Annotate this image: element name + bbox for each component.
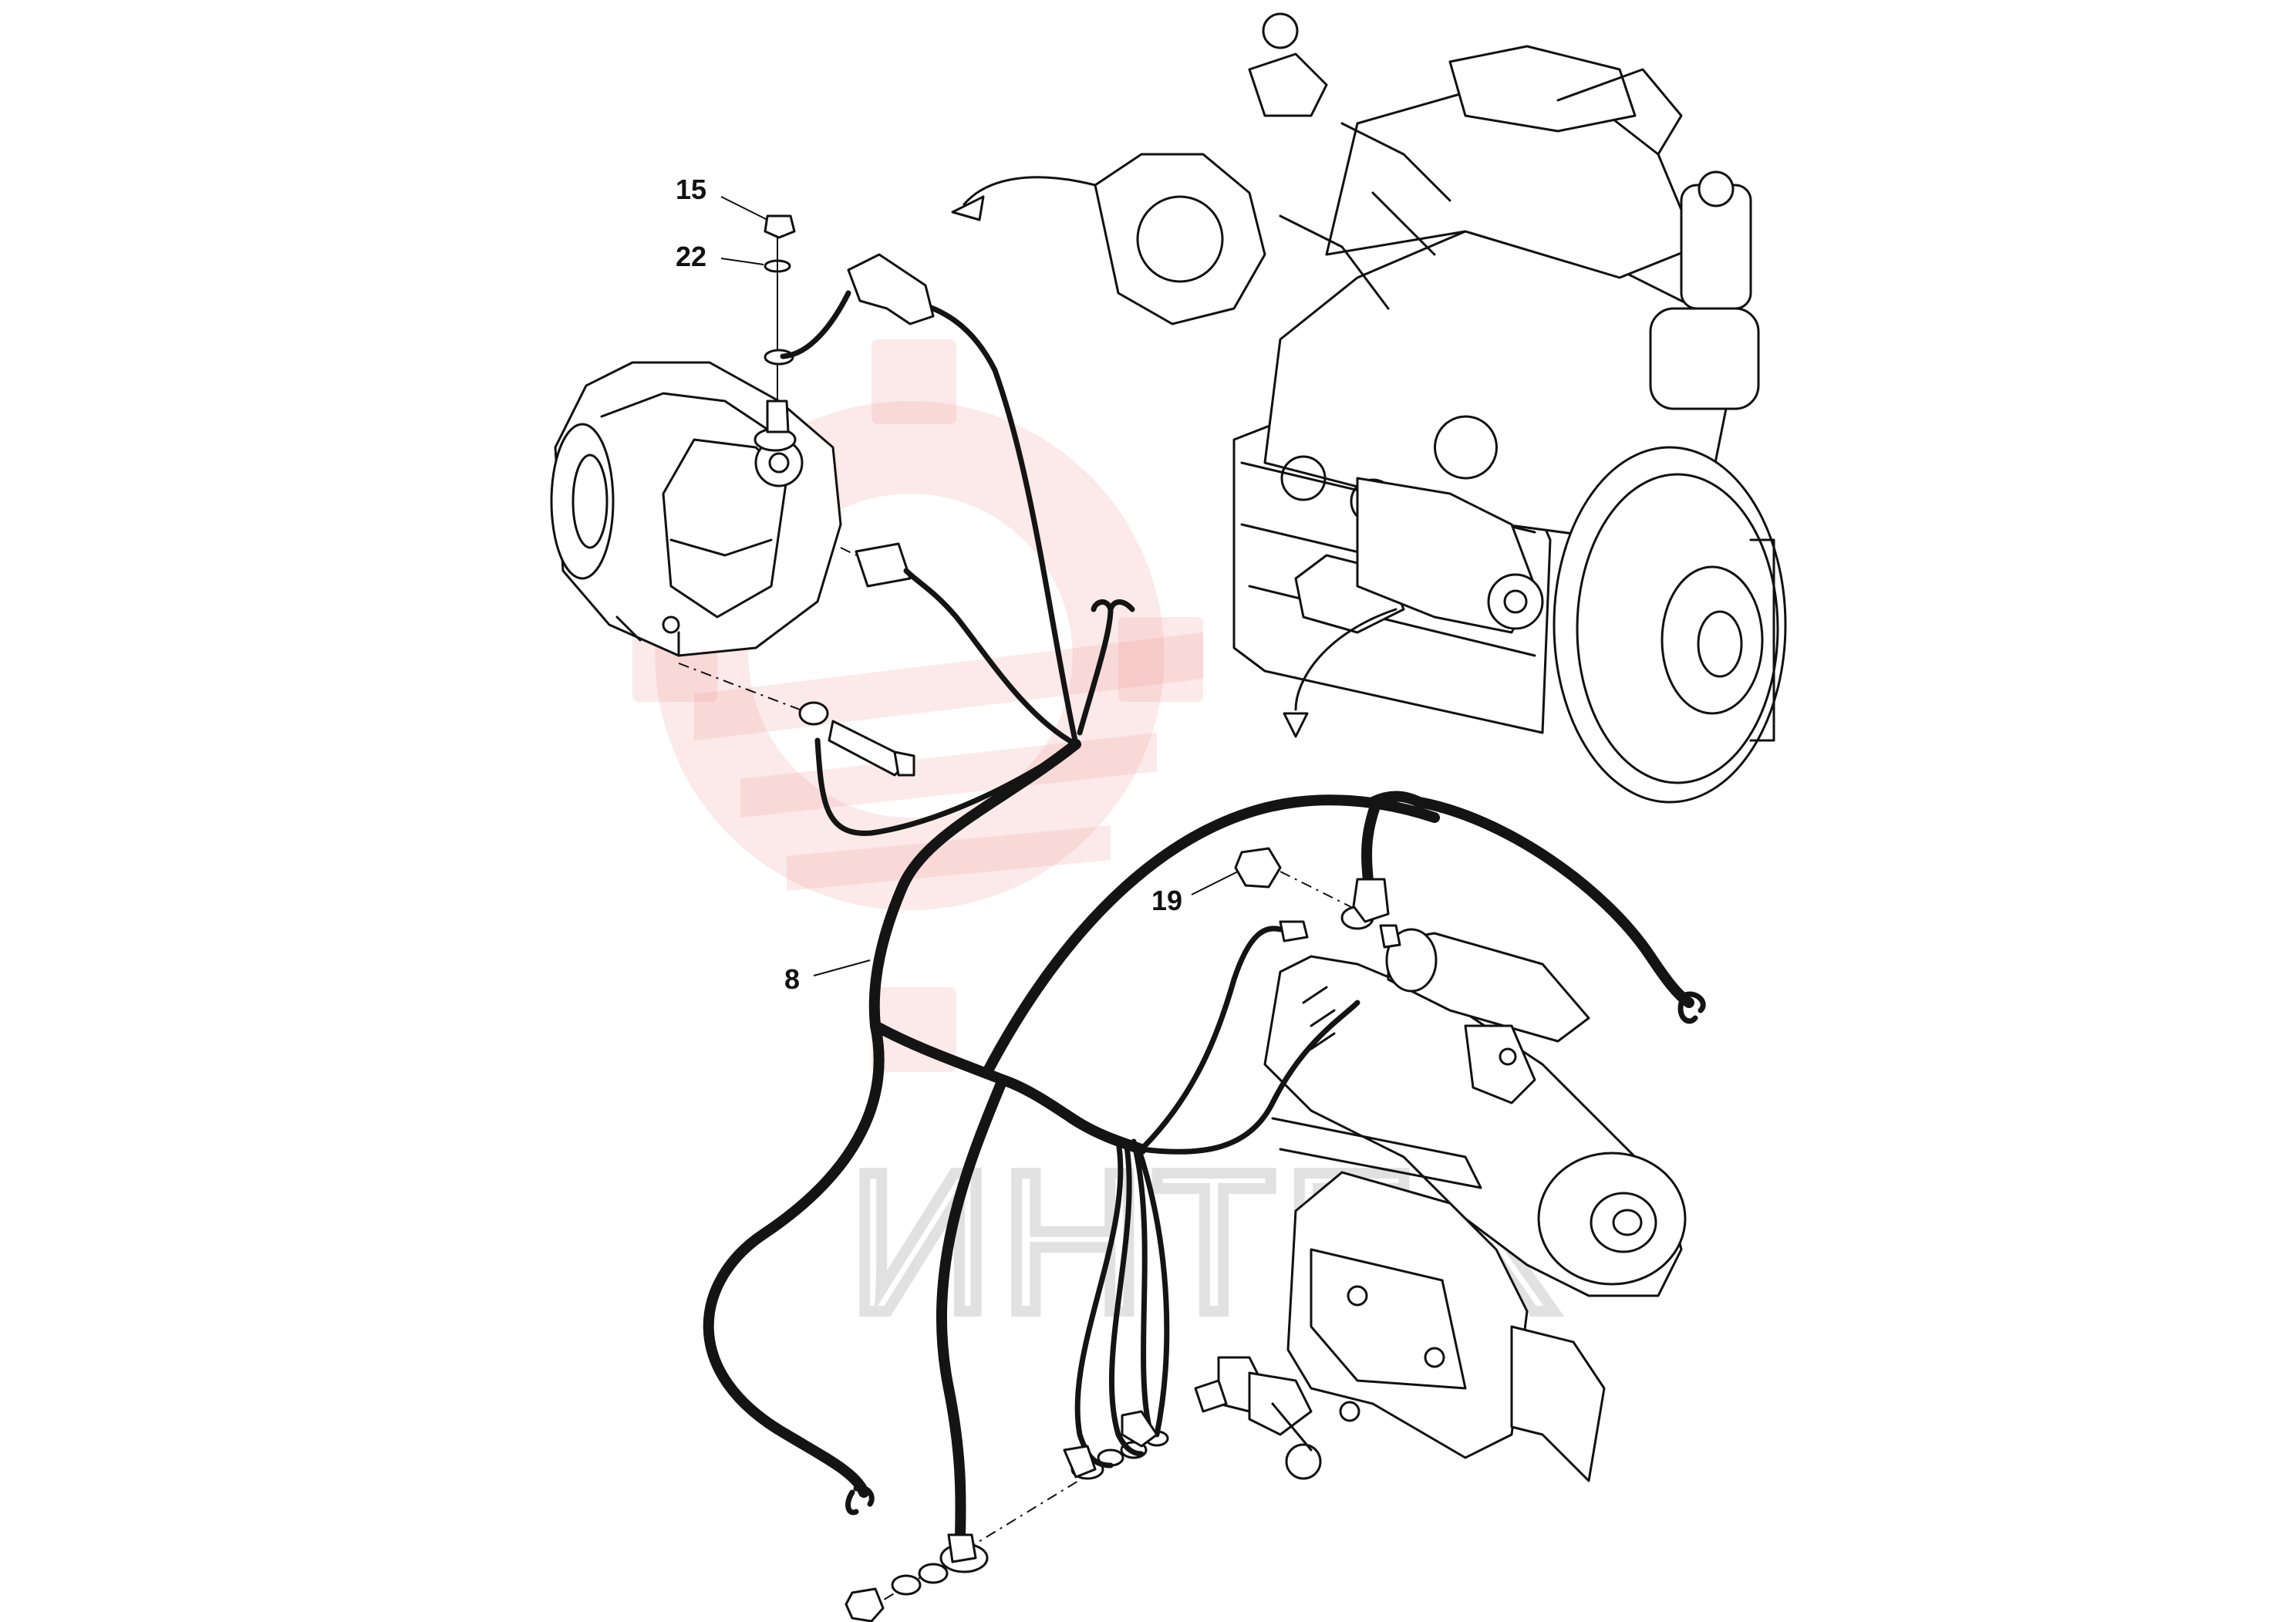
callout-label-15: 15 <box>676 174 706 205</box>
callout-22: 22 <box>676 241 764 272</box>
callout-label-8: 8 <box>784 963 800 995</box>
alternator-connector <box>678 542 915 777</box>
callout-19: 19 <box>1151 871 1239 916</box>
alternator <box>550 361 842 657</box>
wiring-harness <box>703 253 1706 1563</box>
engine-block <box>951 12 1787 804</box>
alternator-terminal-hardware <box>764 214 796 433</box>
callout-label-22: 22 <box>676 241 706 272</box>
callout-15: 15 <box>676 174 768 221</box>
starter-motor <box>1194 928 1687 1482</box>
callout-8: 8 <box>784 959 871 995</box>
callout-label-19: 19 <box>1151 885 1182 916</box>
ground-terminal-hardware <box>845 1430 1169 1622</box>
